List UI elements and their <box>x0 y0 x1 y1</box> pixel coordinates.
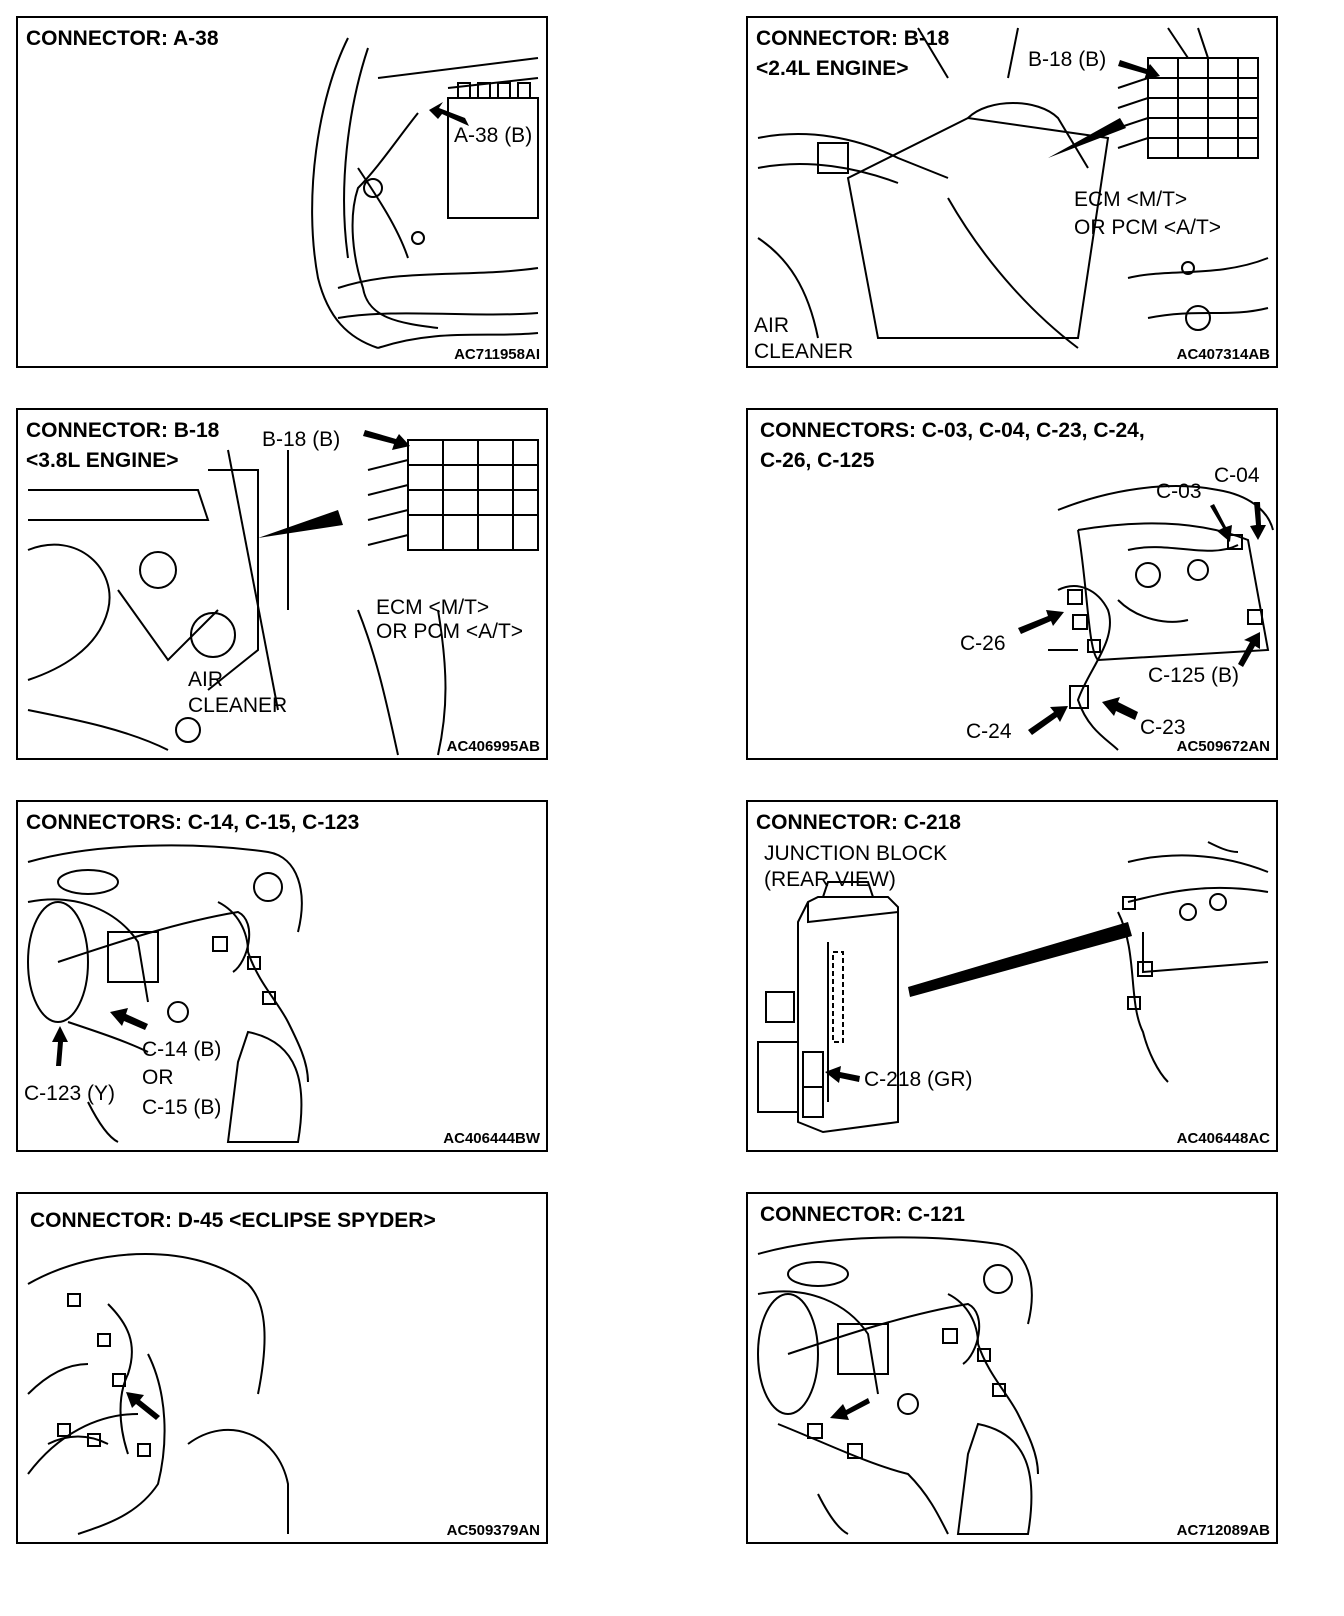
rear-view-label: (REAR VIEW) <box>764 868 896 891</box>
panel-title: CONNECTORS: C-03, C-04, C-23, C-24,C-26,… <box>760 419 1145 472</box>
panel-title: CONNECTOR: C-121 <box>760 1203 965 1226</box>
figure-code: AC711958AI <box>454 346 540 363</box>
figure-code: AC406444BW <box>443 1130 540 1147</box>
panel-title: CONNECTORS: C-14, C-15, C-123 <box>26 811 360 834</box>
connector-label-c14: C-14 (B) <box>142 1038 222 1061</box>
dash-harness-illustration <box>27 844 309 1143</box>
connector-label-a38: A-38 (B) <box>454 124 533 147</box>
figure-code: AC406995AB <box>446 738 540 755</box>
panel-title: CONNECTOR: B-18<3.8L ENGINE> <box>26 419 220 472</box>
engine-bay-illustration <box>757 27 1269 349</box>
ecm-label-line2: OR PCM <A/T> <box>376 620 524 643</box>
air-cleaner-label-line1: AIR <box>754 314 790 337</box>
junction-block-label: JUNCTION BLOCK <box>764 842 948 865</box>
vehicle-body-illustration <box>27 1253 289 1535</box>
connector-label-b18: B-18 (B) <box>1028 48 1107 71</box>
figure-code: AC407314AB <box>1176 346 1270 363</box>
panel-title: CONNECTOR: C-218 <box>756 811 961 834</box>
dash-harness-illustration <box>1018 485 1274 751</box>
connector-label-b18: B-18 (B) <box>262 428 341 451</box>
panel-b18-24l: CONNECTOR: B-18<2.4L ENGINE> B-18 (B) EC… <box>746 16 1278 368</box>
figure-code: AC406448AC <box>1176 1130 1270 1147</box>
connector-or-label: OR <box>142 1066 174 1089</box>
panel-title: CONNECTOR: B-18<2.4L ENGINE> <box>756 27 950 80</box>
connector-label-c123: C-123 (Y) <box>24 1082 116 1105</box>
connector-label-c04: C-04 <box>1214 464 1260 487</box>
connector-label-c15: C-15 (B) <box>142 1096 222 1119</box>
connector-label-c03: C-03 <box>1156 480 1202 503</box>
panel-c03-c125: CONNECTORS: C-03, C-04, C-23, C-24,C-26,… <box>746 408 1278 760</box>
junction-block-illustration <box>757 841 1269 1134</box>
figure-code: AC712089AB <box>1176 1522 1270 1539</box>
figure-code: AC509672AN <box>1176 738 1270 755</box>
engine-bay-illustration <box>27 430 539 756</box>
panel-title: CONNECTOR: A-38 <box>26 27 219 50</box>
panel-c14-c123: CONNECTORS: C-14, C-15, C-123 C-14 (B) O… <box>16 800 548 1152</box>
panel-b18-38l: CONNECTOR: B-18<3.8L ENGINE> B-18 (B) EC… <box>16 408 548 760</box>
air-cleaner-label-line2: CLEANER <box>754 340 854 363</box>
connector-label-c26: C-26 <box>960 632 1006 655</box>
connector-label-c218: C-218 (GR) <box>864 1068 973 1091</box>
dash-harness-illustration <box>757 1236 1039 1535</box>
air-cleaner-label-line2: CLEANER <box>188 694 288 717</box>
ecm-label-line1: ECM <M/T> <box>1074 188 1188 211</box>
connector-label-c125: C-125 (B) <box>1148 664 1240 687</box>
panel-title: CONNECTOR: D-45 <ECLIPSE SPYDER> <box>30 1209 436 1232</box>
ecm-label-line2: OR PCM <A/T> <box>1074 216 1222 239</box>
panel-a38: CONNECTOR: A-38 A-38 (B) AC711958AI <box>16 16 548 368</box>
connector-label-c24: C-24 <box>966 720 1012 743</box>
connector-label-c23: C-23 <box>1140 716 1186 739</box>
panel-c121: CONNECTOR: C-121 AC712089AB <box>746 1192 1278 1544</box>
air-cleaner-label-line1: AIR <box>188 668 224 691</box>
panel-d45: CONNECTOR: D-45 <ECLIPSE SPYDER> AC50937… <box>16 1192 548 1544</box>
engine-bay-illustration <box>311 37 539 349</box>
figure-code: AC509379AN <box>446 1522 540 1539</box>
ecm-label-line1: ECM <M/T> <box>376 596 490 619</box>
panel-c218: CONNECTOR: C-218 JUNCTION BLOCK (REAR VI… <box>746 800 1278 1152</box>
